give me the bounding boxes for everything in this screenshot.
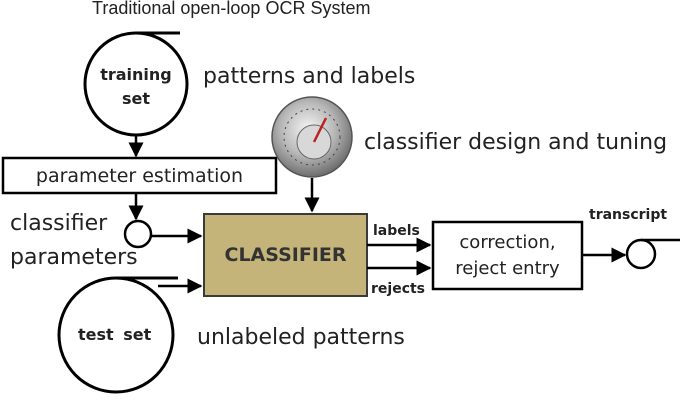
correction-label: correction, reject entry — [433, 222, 582, 289]
classifier-parameters-line1: classifier — [10, 211, 108, 236]
test-set-label: test set — [78, 325, 152, 344]
correction-line1: correction, — [459, 231, 556, 253]
training-set-label: training set — [92, 62, 180, 112]
classifier-parameters-node — [123, 219, 153, 249]
parameter-estimation-box — [1, 156, 278, 195]
tuning-dial-icon — [271, 96, 353, 178]
patterns-and-labels-label: patterns and labels — [203, 64, 416, 89]
correction-box — [431, 220, 584, 291]
classifier-parameters-line2: parameters — [10, 245, 138, 270]
unlabeled-patterns-label: unlabeled patterns — [197, 325, 405, 350]
classifier-box — [203, 213, 368, 297]
classifier-design-label: classifier design and tuning — [364, 130, 668, 155]
classifier-label: CLASSIFIER — [224, 244, 347, 266]
training-set-line2: set — [121, 89, 151, 108]
training-set-reel — [83, 31, 189, 137]
test-set-reel — [57, 276, 178, 394]
correction-line2: reject entry — [455, 257, 560, 279]
labels-label: labels — [373, 223, 420, 239]
transcript-label: transcript — [589, 207, 668, 223]
diagram-title: Traditional open-loop OCR System — [92, 0, 371, 18]
transcript-reel — [625, 238, 680, 270]
rejects-label: rejects — [371, 281, 426, 297]
training-set-line1: training — [100, 65, 172, 84]
parameter-estimation-label: parameter estimation — [35, 164, 244, 187]
